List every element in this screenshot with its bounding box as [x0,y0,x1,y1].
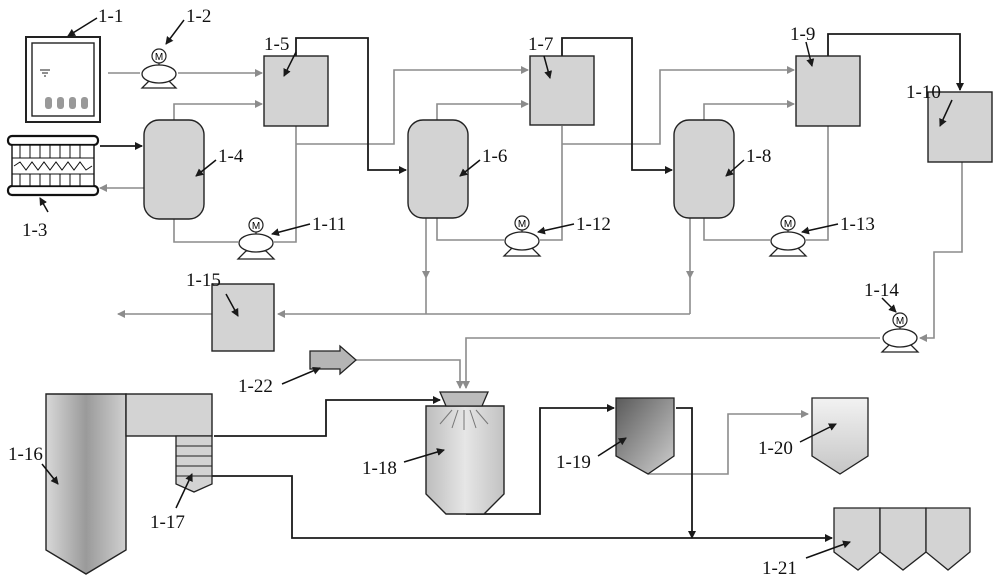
label-1-2: 1-2 [186,6,211,27]
motor-symbol: M [518,219,526,230]
label-1-7: 1-7 [528,34,553,55]
tank-1-5 [263,55,329,127]
label-1-9: 1-9 [790,24,815,45]
label-1-12: 1-12 [576,214,611,235]
motor-symbol: M [896,316,904,327]
motor-symbol: M [252,221,260,232]
gray-process-lines [99,66,963,475]
pump-1-2: M [140,48,178,89]
label-1-1: 1-1 [98,6,123,27]
label-1-17: 1-17 [150,512,185,533]
label-1-13: 1-13 [840,214,875,235]
tank-1-9 [795,55,861,127]
vessel-1-4 [143,119,205,220]
label-1-20: 1-20 [758,438,793,459]
vessel-1-6 [407,119,469,219]
label-1-21: 1-21 [762,558,797,579]
pump-1-13: M [768,215,808,257]
label-1-6: 1-6 [482,146,507,167]
vessel-1-8 [673,119,735,219]
label-1-5: 1-5 [264,34,289,55]
motor-symbol: M [155,52,163,63]
filter-press-1-3 [6,134,100,197]
label-1-19: 1-19 [556,452,591,473]
label-1-16: 1-16 [8,444,43,465]
label-1-4: 1-4 [218,146,244,167]
pump-1-11: M [236,217,276,260]
motor-symbol: M [784,219,792,230]
separator-1-19 [615,397,675,475]
label-1-8: 1-8 [746,146,771,167]
label-1-22: 1-22 [238,376,273,397]
dark-process-lines [100,33,964,542]
label-1-3: 1-3 [22,220,47,241]
pump-1-14: M [880,312,920,353]
equipment-labels: 1-1 1-2 1-3 1-4 1-5 1-6 1-7 1-8 1-9 1-10… [8,6,941,579]
label-1-18: 1-18 [362,458,397,479]
label-1-15: 1-15 [186,270,221,291]
label-1-14: 1-14 [864,280,899,301]
leader-arrows [39,17,953,559]
label-1-11: 1-11 [312,214,346,235]
tank-1-15 [211,283,275,352]
tank-1-1 [25,36,101,123]
spray-tower-1-18 [425,391,505,515]
hoppers-1-21 [833,507,971,571]
boiler-1-16 [45,393,213,575]
exchanger-1-17 [175,435,213,493]
pump-1-12: M [502,215,542,257]
tank-1-7 [529,55,595,126]
label-1-10: 1-10 [906,82,941,103]
tank-1-10 [927,91,993,163]
silo-1-20 [811,397,869,475]
